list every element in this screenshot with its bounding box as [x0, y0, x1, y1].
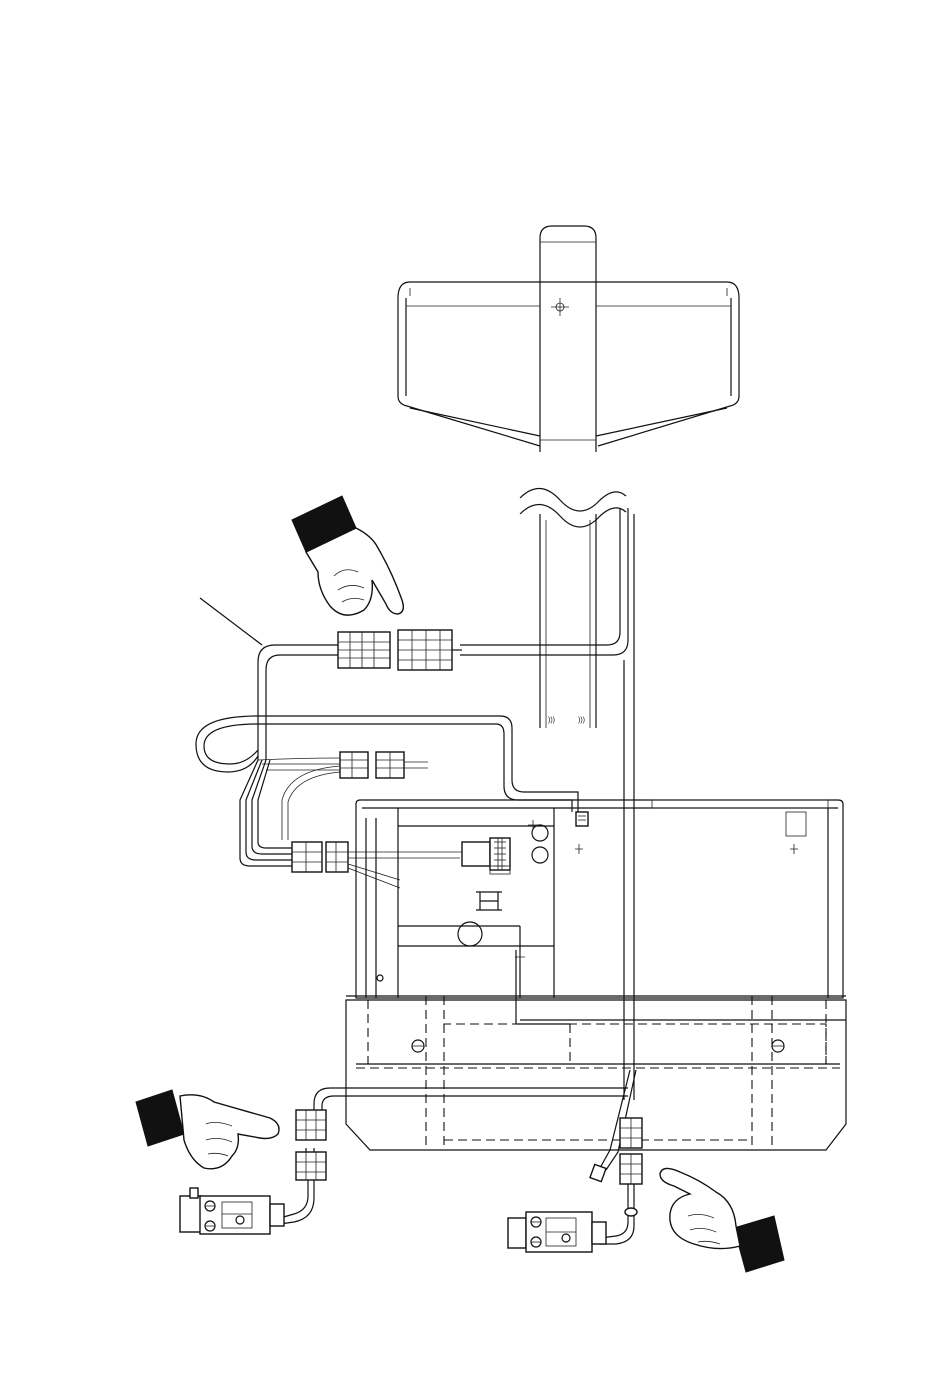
callout-leader-line — [200, 598, 262, 645]
harness-main-connector — [338, 630, 462, 670]
riser-cable — [460, 508, 634, 1100]
left-proximity-sensor — [180, 1188, 284, 1234]
mast-column: ))) ))) — [520, 226, 626, 728]
control-relay-module — [462, 838, 510, 874]
left-sensor-cable — [306, 1088, 628, 1160]
main-harness — [200, 598, 338, 760]
svg-text:))): ))) — [548, 717, 555, 724]
harness-mid-connector — [258, 752, 428, 778]
pointing-hand-upper — [292, 496, 403, 615]
right-proximity-sensor — [508, 1212, 606, 1252]
chassis-frame — [356, 800, 843, 998]
pointing-hand-lower-right — [660, 1168, 784, 1272]
left-sensor-connector — [280, 1110, 326, 1224]
dashed-internal-outline — [356, 996, 840, 1146]
lower-harness-connector — [292, 842, 462, 888]
svg-text:))): ))) — [578, 717, 585, 724]
lower-base-box — [346, 950, 846, 1150]
harness-branch — [240, 760, 340, 866]
pointing-hand-lower-left — [136, 1090, 279, 1169]
